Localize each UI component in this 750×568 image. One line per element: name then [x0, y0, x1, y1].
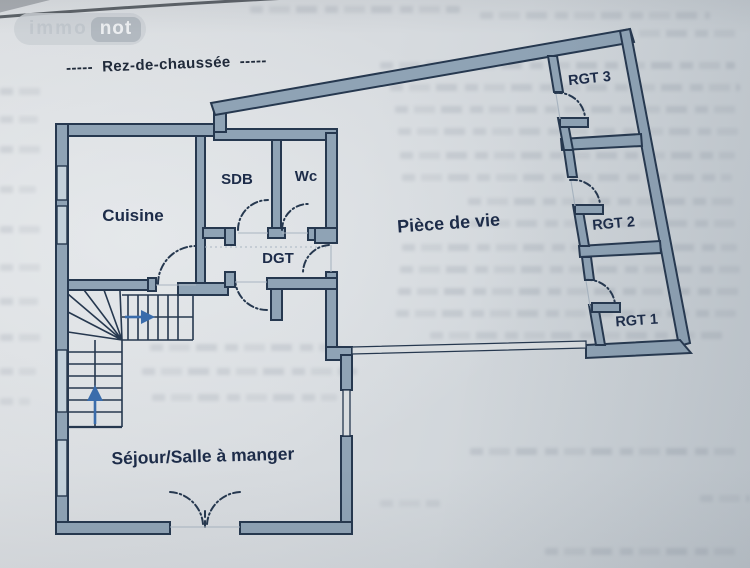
- door-arc-kitchen: [157, 245, 197, 285]
- bleedthrough-text-ghost: [620, 30, 740, 37]
- door-arc-dgt-piece-de-vie: [301, 244, 330, 274]
- bleedthrough-text-ghost: [470, 220, 735, 227]
- window-sejour: [56, 439, 68, 497]
- room-label-rgt1: RGT 1: [615, 312, 659, 331]
- door-arc-dgt-sejour: [234, 277, 268, 311]
- room-label-piece-de-vie: Pièce de vie: [396, 209, 500, 236]
- bleedthrough-text-ghost: [468, 198, 738, 205]
- bleedthrough-text-ghost: [0, 116, 38, 123]
- walls-group: [55, 27, 694, 535]
- stairs-direction-up-arrow-icon: [87, 385, 103, 424]
- logo-immo-text: immo: [29, 18, 88, 39]
- bleedthrough-text-ghost: [0, 368, 36, 375]
- door-arc-rgt2: [569, 178, 601, 205]
- bleedthrough-text-ghost: [400, 266, 740, 273]
- room-label-dgt: DGT: [262, 250, 294, 267]
- door-arc-sdb: [237, 199, 269, 231]
- window-kitchen-1: [56, 165, 68, 201]
- bleedthrough-text-ghost: [402, 244, 737, 251]
- room-label-sdb: SDB: [221, 171, 253, 188]
- bleedthrough-text-ghost: [470, 448, 740, 455]
- door-arc-rgt3: [554, 91, 586, 118]
- windows-group: [56, 165, 587, 497]
- window-kitchen-2: [56, 205, 68, 245]
- bleedthrough-text-ghost: [152, 394, 337, 401]
- room-labels-group: Cuisine SDB Wc DGT Pièce de vie RGT 3 RG…: [102, 69, 658, 469]
- room-label-sejour: Séjour/Salle à manger: [111, 444, 295, 469]
- room-label-cuisine: Cuisine: [102, 206, 163, 225]
- window-sejour-east: [342, 389, 351, 437]
- bleedthrough-text-ghost: [0, 226, 40, 233]
- door-swings-group: [157, 91, 616, 528]
- staircase: [67, 289, 194, 429]
- bleedthrough-text-ghost: [402, 174, 732, 181]
- room-label-rgt2: RGT 2: [592, 214, 636, 234]
- window-stairs: [56, 349, 68, 413]
- door-arc-french-right: [206, 491, 241, 525]
- door-arc-wc: [281, 203, 309, 231]
- door-arc-rgt1: [584, 278, 616, 305]
- bleedthrough-text-ghost: [545, 548, 740, 555]
- bleedthrough-text-ghost: [0, 264, 42, 271]
- page-corner-shadow: [0, 0, 50, 13]
- bleedthrough-text-ghost: [398, 288, 743, 295]
- bleedthrough-text-ghost: [0, 88, 42, 95]
- bleedthrough-text-ghost: [0, 298, 38, 305]
- immonot-logo: immo not: [14, 13, 147, 45]
- bleedthrough-text-ghost: [142, 368, 357, 375]
- bleedthrough-text-ghost: [0, 186, 36, 193]
- bleedthrough-text-ghost: [250, 6, 460, 13]
- bleedthrough-text-ghost: [150, 344, 345, 351]
- bleedthrough-text-ghost: [0, 334, 42, 341]
- bleedthrough-text-ghost: [480, 12, 710, 19]
- room-label-rgt3: RGT 3: [568, 69, 612, 89]
- room-label-wc: Wc: [295, 168, 318, 185]
- bleedthrough-text-ghost: [700, 495, 750, 502]
- door-arc-french-left: [169, 491, 204, 525]
- threshold-lines-group: [156, 93, 591, 528]
- logo-not-badge: not: [90, 16, 142, 42]
- bleedthrough-text-ghost: [396, 310, 736, 317]
- bleedthrough-text-ghost: [430, 332, 730, 339]
- bleedthrough-text-ghost: [395, 106, 740, 113]
- stairs-direction-right-arrow-icon: [125, 310, 155, 324]
- bay-window-piece-de-vie: [351, 340, 587, 355]
- bleedthrough-text-ghost: [0, 398, 30, 405]
- bleedthrough-text-ghost: [390, 84, 740, 91]
- bleedthrough-text-ghost: [0, 146, 42, 153]
- bleedthrough-text-ghost: [380, 500, 440, 507]
